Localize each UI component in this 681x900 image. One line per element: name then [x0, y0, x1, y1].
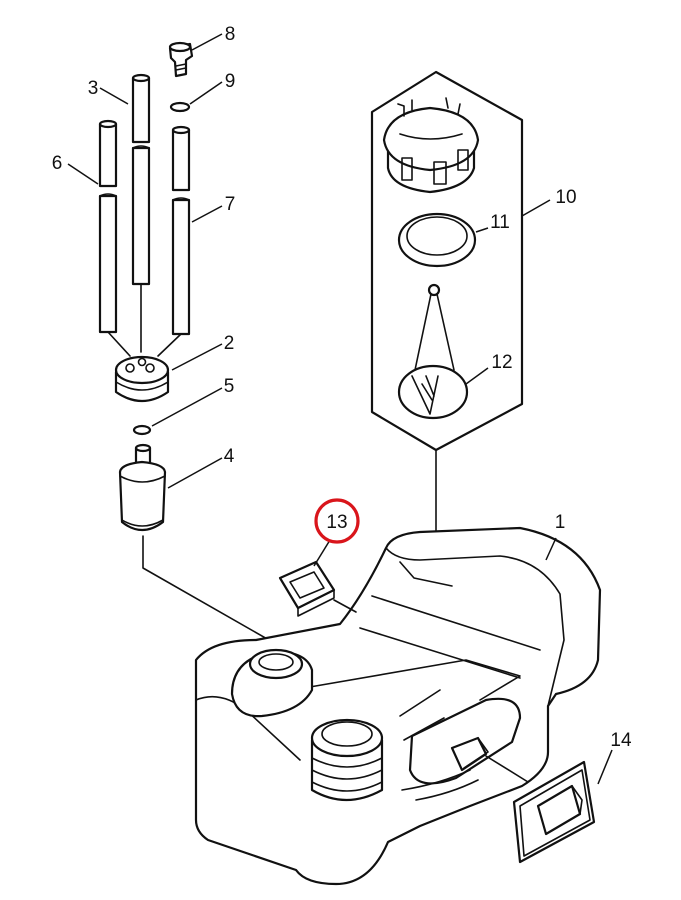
- callout-13[interactable]: 13: [326, 512, 347, 533]
- callout-3: 3: [88, 78, 99, 99]
- callout-7: 7: [225, 194, 236, 215]
- leader-3: [99, 87, 129, 105]
- panel-to-tank-line: [485, 755, 529, 783]
- leader-5: [151, 387, 223, 427]
- part-3-tube[interactable]: [131, 73, 151, 286]
- part-5-o-ring[interactable]: [132, 424, 152, 436]
- leader-8: [191, 33, 223, 51]
- leader-12: [465, 367, 489, 385]
- leader-2: [171, 343, 223, 371]
- leader-10: [521, 199, 551, 217]
- callout-10: 10: [555, 187, 576, 208]
- leader-14: [597, 749, 613, 785]
- part-8-plug[interactable]: [168, 41, 194, 78]
- leader-9: [189, 81, 223, 105]
- part-13-cover[interactable]: [278, 560, 336, 617]
- part-12-strainer[interactable]: [397, 283, 469, 420]
- part-9-o-ring[interactable]: [169, 101, 191, 113]
- part-2-grommet[interactable]: [114, 355, 170, 403]
- part-14-panel[interactable]: [512, 760, 596, 864]
- cover-to-tank-line: [333, 599, 357, 613]
- leader-4: [167, 457, 223, 489]
- tube-guide-lines: [107, 283, 182, 357]
- callout-11: 11: [490, 212, 510, 233]
- leader-7: [191, 205, 223, 223]
- part-7-tube[interactable]: [171, 125, 191, 336]
- leader-11: [475, 227, 489, 233]
- leader-1: [545, 537, 557, 561]
- callout-5: 5: [224, 376, 235, 397]
- callout-1: 1: [555, 512, 566, 533]
- part-4-fuel-filter[interactable]: [118, 443, 167, 532]
- callout-4: 4: [224, 446, 235, 467]
- leader-13: [313, 539, 331, 567]
- part-10-fuel-cap[interactable]: [382, 97, 480, 194]
- part-11-gasket[interactable]: [397, 212, 477, 268]
- callout-12: 12: [491, 352, 512, 373]
- leader-6: [67, 163, 99, 185]
- callout-14: 14: [610, 730, 632, 751]
- highlight-circle: [314, 498, 360, 544]
- callout-6: 6: [52, 153, 63, 174]
- callout-9: 9: [225, 71, 236, 92]
- part-1-fuel-tank[interactable]: [194, 526, 602, 886]
- callout-8: 8: [225, 24, 236, 45]
- callout-2: 2: [224, 333, 235, 354]
- part-6-tube[interactable]: [98, 119, 118, 334]
